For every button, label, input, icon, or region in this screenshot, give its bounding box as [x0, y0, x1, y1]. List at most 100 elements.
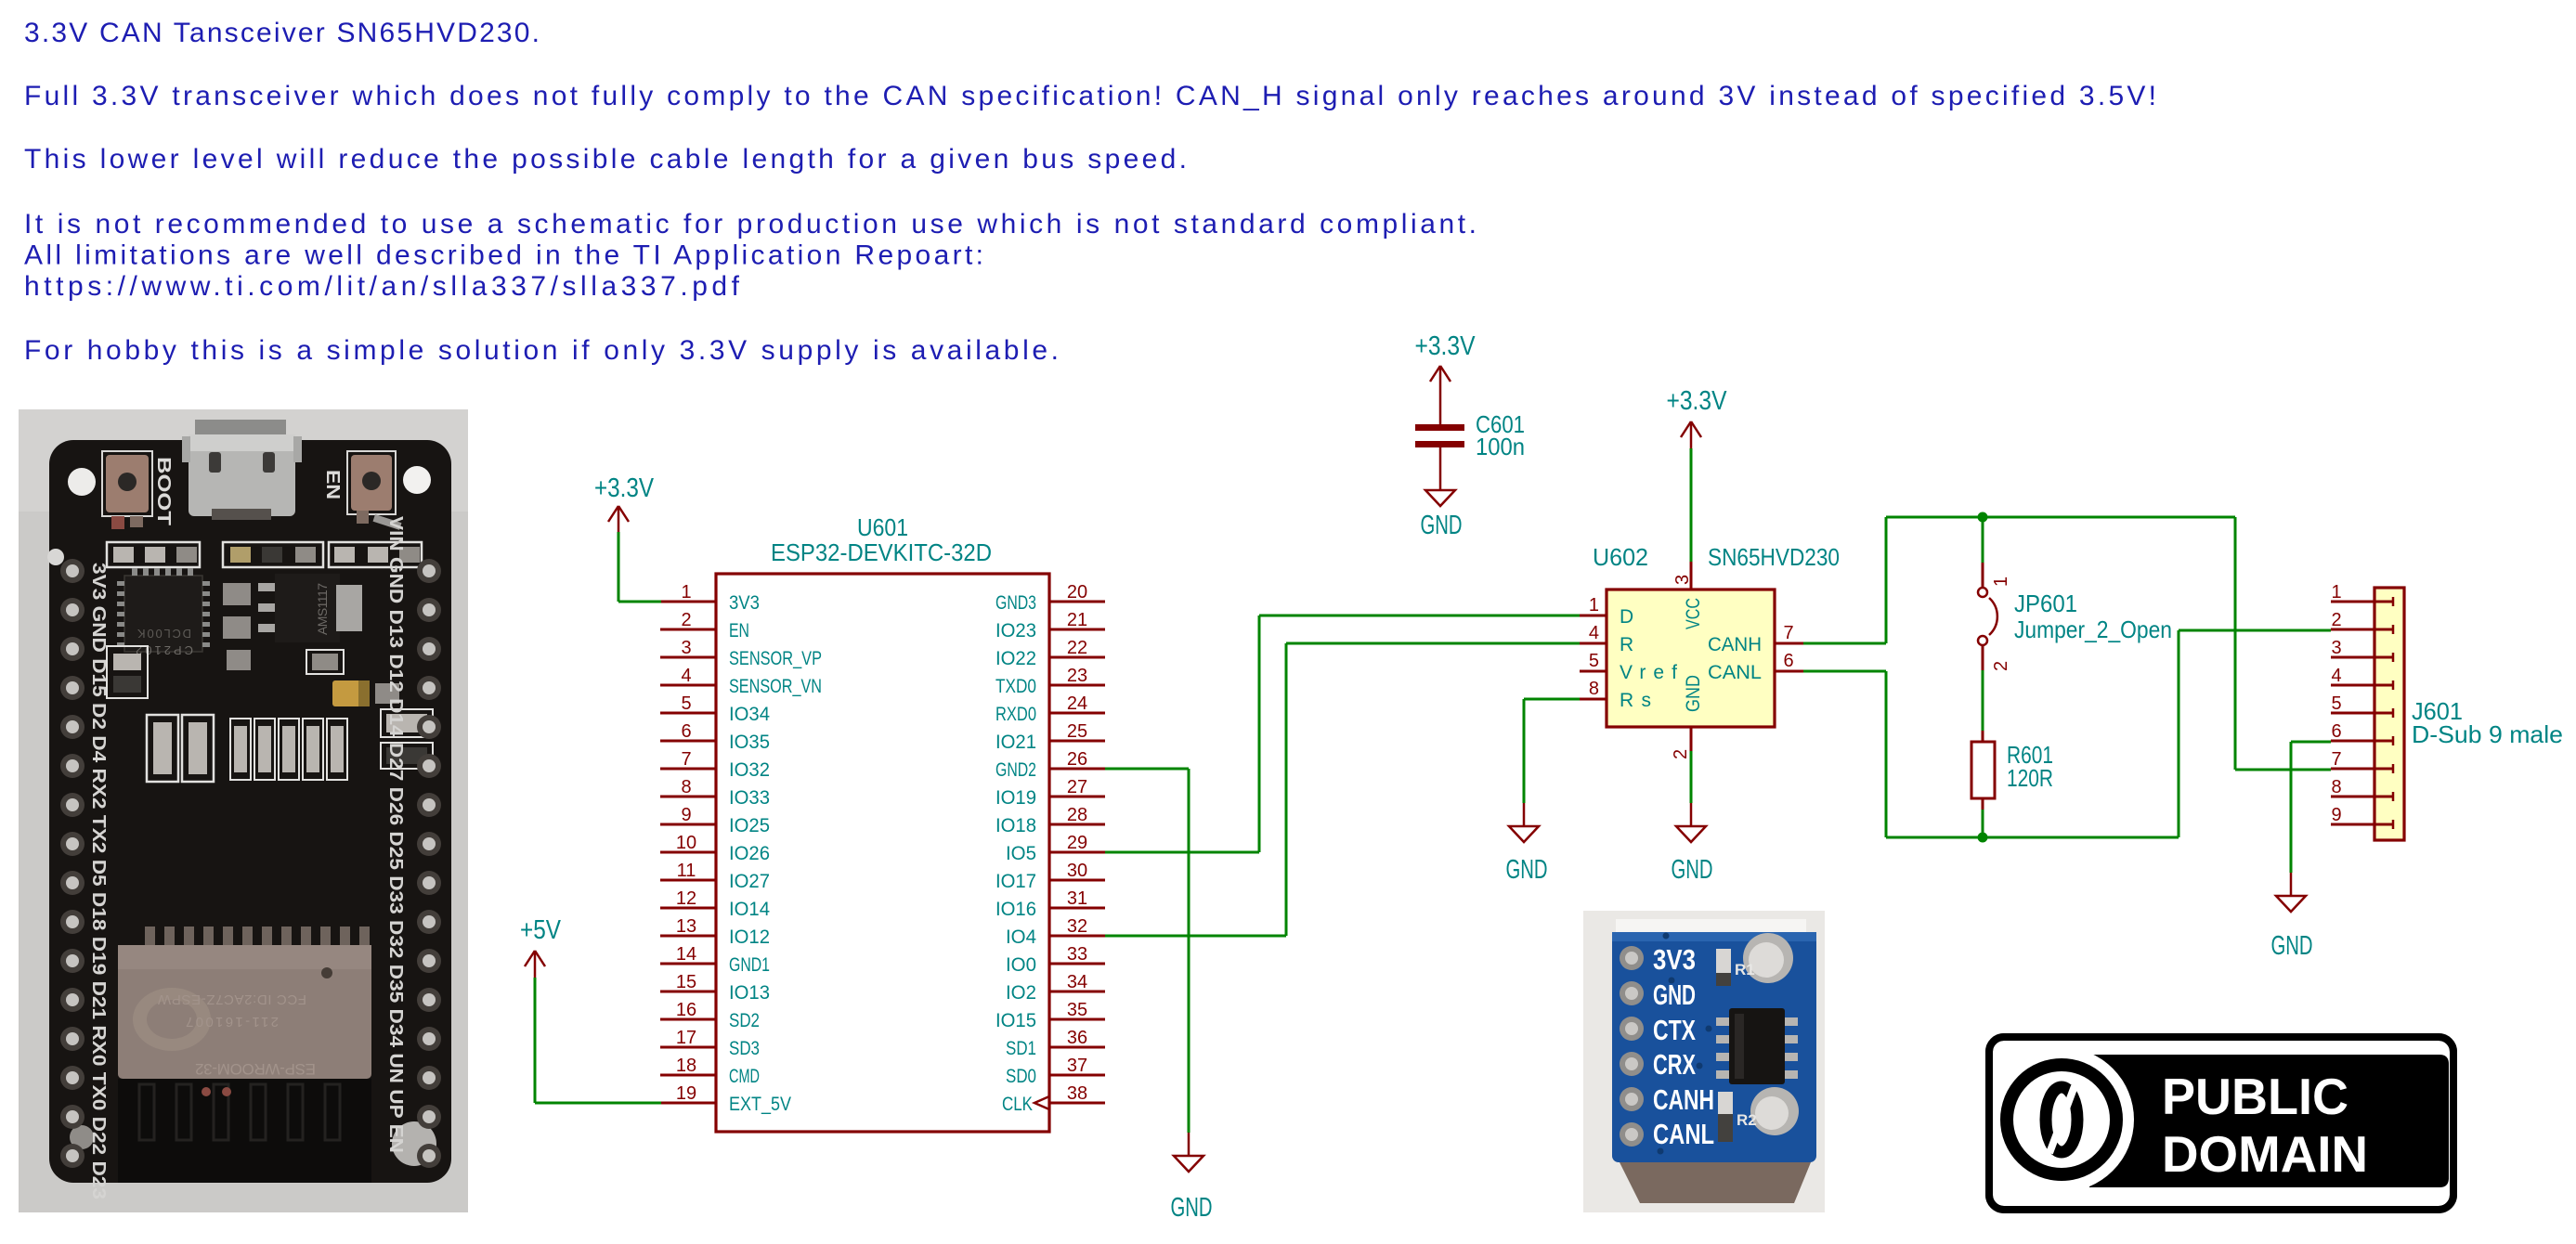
svg-text:GND: GND	[1683, 675, 1704, 712]
svg-text:3V3: 3V3	[1653, 943, 1696, 976]
svg-text:It is not recommended to use a: It is not recommended to use a schematic…	[24, 209, 1477, 240]
svg-text:7: 7	[2331, 749, 2341, 770]
svg-text:17: 17	[676, 1028, 696, 1048]
svg-text:SN65HVD230: SN65HVD230	[1708, 543, 1840, 571]
svg-text:D-Sub 9 male: D-Sub 9 male	[2412, 720, 2563, 748]
svg-text:BOOT: BOOT	[153, 457, 174, 525]
svg-text:30: 30	[1067, 861, 1087, 881]
svg-text:3: 3	[681, 638, 691, 658]
svg-text:IO4: IO4	[1006, 927, 1036, 948]
svg-text:RXD0: RXD0	[995, 704, 1036, 725]
svg-text:CRX: CRX	[1653, 1048, 1696, 1081]
svg-text:IO34: IO34	[729, 704, 770, 725]
svg-text:CMD: CMD	[729, 1066, 760, 1087]
svg-text:IO15: IO15	[995, 1010, 1036, 1031]
svg-text:22: 22	[1067, 638, 1087, 658]
svg-text:R1: R1	[1735, 961, 1755, 978]
svg-text:5: 5	[2331, 693, 2341, 714]
svg-text:SD2: SD2	[729, 1010, 760, 1031]
svg-text:R: R	[1620, 634, 1633, 655]
svg-text:This lower level will reduce t: This lower level will reduce the possibl…	[24, 144, 1187, 175]
svg-text:GND3: GND3	[995, 592, 1036, 614]
svg-text:9: 9	[681, 805, 691, 825]
svg-text:9: 9	[2331, 805, 2341, 825]
svg-text:Full 3.3V transceiver which do: Full 3.3V transceiver which does not ful…	[24, 81, 2156, 111]
svg-text:33: 33	[1067, 944, 1087, 965]
svg-text:CANL: CANL	[1653, 1118, 1714, 1150]
svg-text:JP601: JP601	[2014, 590, 2077, 617]
svg-text:3: 3	[1672, 575, 1693, 585]
svg-text:4: 4	[2331, 666, 2341, 686]
svg-text:6: 6	[681, 721, 691, 742]
svg-text:IO26: IO26	[729, 843, 770, 864]
svg-text:IO35: IO35	[729, 732, 770, 753]
svg-text:+3.3V: +3.3V	[594, 473, 655, 503]
svg-text:1: 1	[1991, 577, 2011, 587]
svg-text:SENSOR_VN: SENSOR_VN	[729, 676, 822, 697]
svg-text:EN: EN	[729, 620, 749, 641]
svg-text:R601: R601	[2007, 741, 2053, 769]
svg-text:20: 20	[1067, 582, 1087, 603]
svg-text:DOMAIN: DOMAIN	[2162, 1125, 2368, 1183]
svg-text:4: 4	[681, 666, 691, 686]
svg-text:3: 3	[2331, 638, 2341, 658]
svg-text:211-161007: 211-161007	[186, 1014, 279, 1030]
svg-text:IO5: IO5	[1006, 843, 1036, 864]
svg-text:ESP-WROOM-32: ESP-WROOM-32	[195, 1060, 316, 1078]
svg-text:AMS1117: AMS1117	[315, 583, 330, 635]
svg-text:Jumper_2_Open: Jumper_2_Open	[2014, 616, 2172, 643]
svg-text:CANL: CANL	[1708, 662, 1762, 683]
svg-text:FCC ID:2AC7Z-ESPW: FCC ID:2AC7Z-ESPW	[157, 991, 306, 1007]
svg-text:28: 28	[1067, 805, 1087, 825]
svg-text:27: 27	[1067, 777, 1087, 797]
svg-text:24: 24	[1067, 693, 1087, 714]
svg-text:11: 11	[677, 861, 696, 881]
svg-text:6: 6	[1783, 651, 1793, 671]
svg-text:SENSOR_VP: SENSOR_VP	[729, 648, 822, 669]
svg-text:4: 4	[1589, 623, 1599, 643]
svg-text:IO25: IO25	[729, 815, 770, 836]
svg-text:3.3V CAN Tansceiver SN65HVD230: 3.3V CAN Tansceiver SN65HVD230.	[24, 18, 540, 48]
svg-text:GND: GND	[1506, 855, 1548, 885]
svg-text:21: 21	[1067, 610, 1087, 630]
svg-text:https://www.ti.com/lit/an/slla: https://www.ti.com/lit/an/slla337/slla33…	[24, 271, 740, 302]
svg-text:IO13: IO13	[729, 982, 770, 1004]
svg-text:C601: C601	[1476, 410, 1525, 438]
svg-text:26: 26	[1067, 749, 1087, 770]
svg-text:1: 1	[681, 582, 691, 603]
svg-text:36: 36	[1067, 1028, 1087, 1048]
svg-text:GND: GND	[1171, 1193, 1213, 1223]
svg-text:CANH: CANH	[1708, 634, 1762, 655]
svg-text:EXT_5V: EXT_5V	[729, 1094, 791, 1115]
svg-text:100n: 100n	[1476, 433, 1525, 460]
svg-text:SD0: SD0	[1006, 1066, 1036, 1087]
svg-text:19: 19	[676, 1083, 696, 1104]
svg-text:GND: GND	[1672, 855, 1713, 885]
svg-text:GND2: GND2	[995, 759, 1036, 781]
svg-text:34: 34	[1067, 972, 1087, 992]
svg-text:+3.3V: +3.3V	[1667, 386, 1728, 416]
svg-text:IO19: IO19	[995, 787, 1036, 809]
svg-text:1: 1	[2331, 582, 2341, 603]
svg-text:5: 5	[1589, 651, 1599, 671]
svg-text:10: 10	[676, 833, 696, 853]
svg-text:GND: GND	[2271, 931, 2313, 961]
svg-text:+5V: +5V	[520, 915, 562, 945]
svg-text:IO21: IO21	[995, 732, 1036, 753]
svg-text:15: 15	[676, 972, 696, 992]
svg-text:38: 38	[1067, 1083, 1087, 1104]
svg-text:SD3: SD3	[729, 1038, 760, 1059]
svg-text:25: 25	[1067, 721, 1087, 742]
svg-text:GND1: GND1	[729, 954, 770, 976]
svg-text:U602: U602	[1593, 543, 1648, 571]
svg-text:VCC: VCC	[1683, 598, 1704, 629]
svg-text:GND: GND	[1421, 511, 1463, 540]
svg-text:IO32: IO32	[729, 759, 770, 781]
svg-text:23: 23	[1067, 666, 1087, 686]
svg-text:SD1: SD1	[1006, 1038, 1036, 1059]
svg-text:U601: U601	[857, 513, 908, 541]
svg-text:35: 35	[1067, 1000, 1087, 1020]
svg-text:D: D	[1620, 606, 1633, 628]
svg-text:13: 13	[676, 916, 696, 937]
svg-text:IO0: IO0	[1006, 954, 1036, 976]
